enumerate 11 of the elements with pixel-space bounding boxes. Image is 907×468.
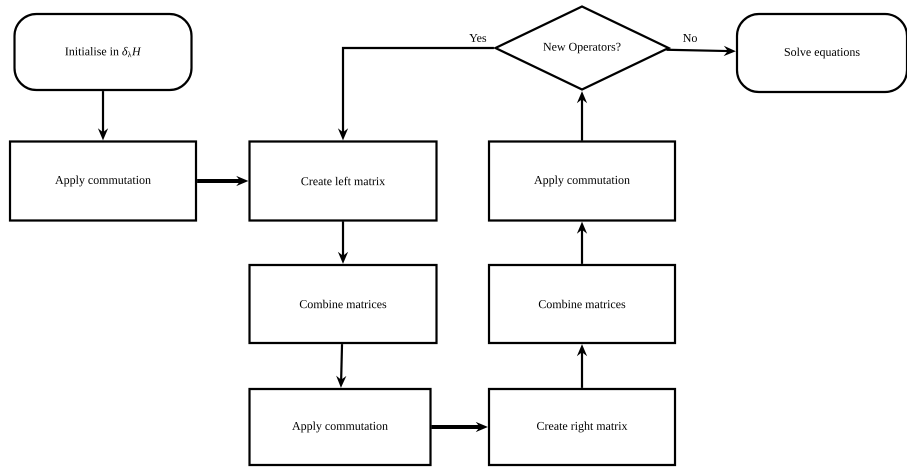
process-box: Apply commutation (8, 140, 198, 222)
terminal-box: Solve equations (736, 12, 907, 94)
edge-label: Yes (469, 34, 486, 42)
terminal-box: Initialise in δ$_{λ}$H (13, 12, 193, 92)
process-box: Apply commutation (488, 140, 676, 222)
process-box: Create left matrix (248, 140, 438, 222)
process-box: Create right matrix (488, 388, 676, 466)
process-box: Apply commutation (248, 388, 432, 466)
process-box: Combine matrices (488, 264, 676, 344)
process-box: Combine matrices (248, 264, 438, 344)
edge-label: No (683, 34, 697, 42)
